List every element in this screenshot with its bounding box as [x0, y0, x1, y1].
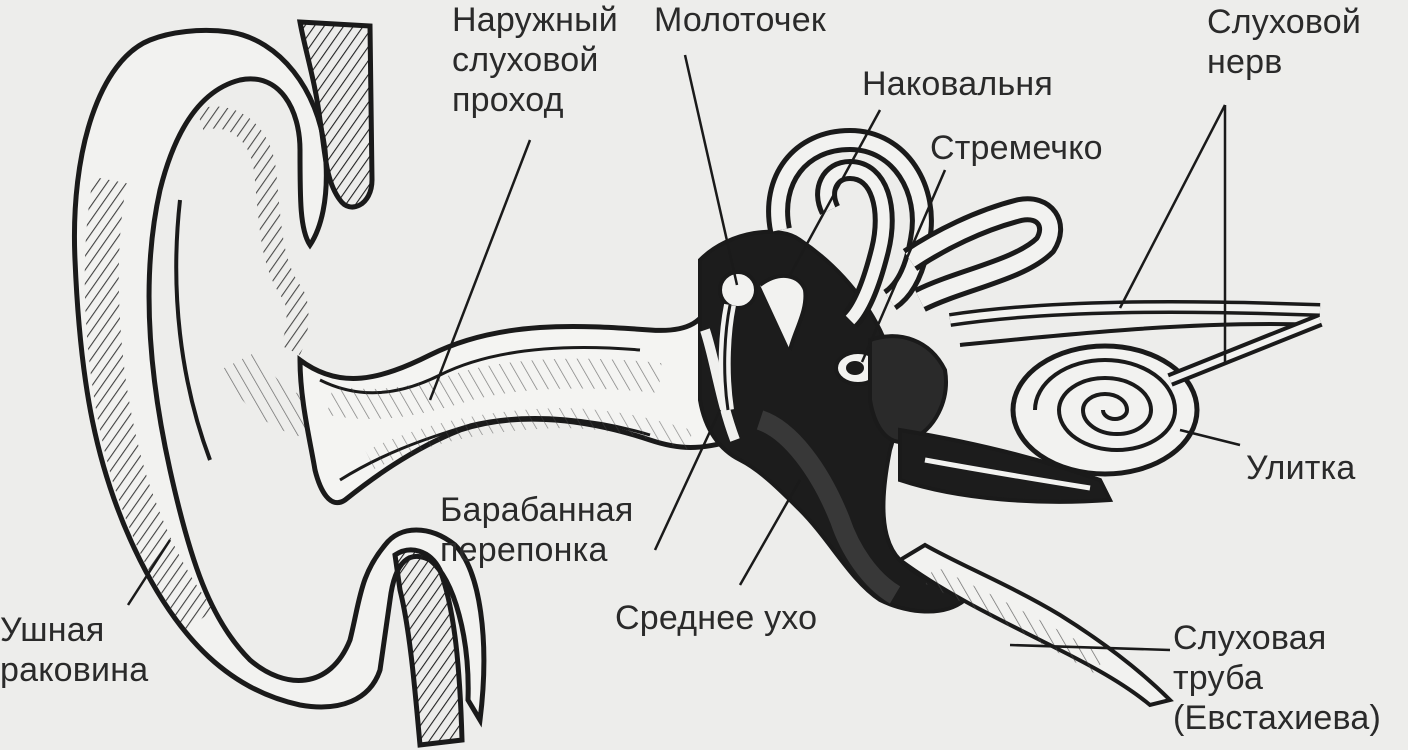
semicircular-canals	[766, 127, 1063, 328]
middle-ear-cavity	[698, 229, 968, 614]
incus-bone	[758, 274, 808, 351]
leader-line-ear-canal	[428, 139, 532, 401]
label-eustachian-tube: Слуховая труба (Евстахиева)	[1173, 619, 1381, 737]
leader-line-malleus	[683, 54, 739, 286]
leader-line-incus	[788, 109, 882, 276]
label-cochlea: Улитка	[1246, 449, 1356, 487]
label-incus: Наковальня	[862, 65, 1053, 103]
eustachian-tube-shape	[896, 542, 1174, 708]
label-stapes: Стремечко	[930, 129, 1103, 167]
skull-fragment-top	[296, 19, 375, 210]
ear-canal-shape	[297, 297, 738, 505]
leader-line-cochlea	[1179, 428, 1241, 447]
leader-line-middle-ear	[738, 479, 802, 586]
label-auditory-nerve: Слуховой нерв	[1207, 3, 1362, 81]
leader-line-pinna	[126, 539, 172, 606]
leader-line-auditory-nerve-1	[1118, 104, 1227, 309]
label-ear-canal: Наружный слуховой проход	[452, 1, 618, 119]
label-middle-ear: Среднее ухо	[615, 599, 818, 637]
malleus-bone	[718, 270, 758, 411]
label-malleus: Молоточек	[654, 1, 826, 39]
leader-lines	[126, 54, 1241, 652]
skull-fragment-bottom	[392, 547, 465, 748]
cochlea-spiral	[898, 343, 1200, 504]
label-eardrum: Барабанная перепонка	[440, 491, 634, 569]
leader-line-eustachian-tube	[1009, 643, 1171, 652]
label-pinna: Ушная раковина	[0, 611, 149, 689]
vestibule	[868, 334, 948, 444]
leader-line-stapes	[860, 169, 947, 363]
leader-line-eardrum	[653, 409, 722, 551]
